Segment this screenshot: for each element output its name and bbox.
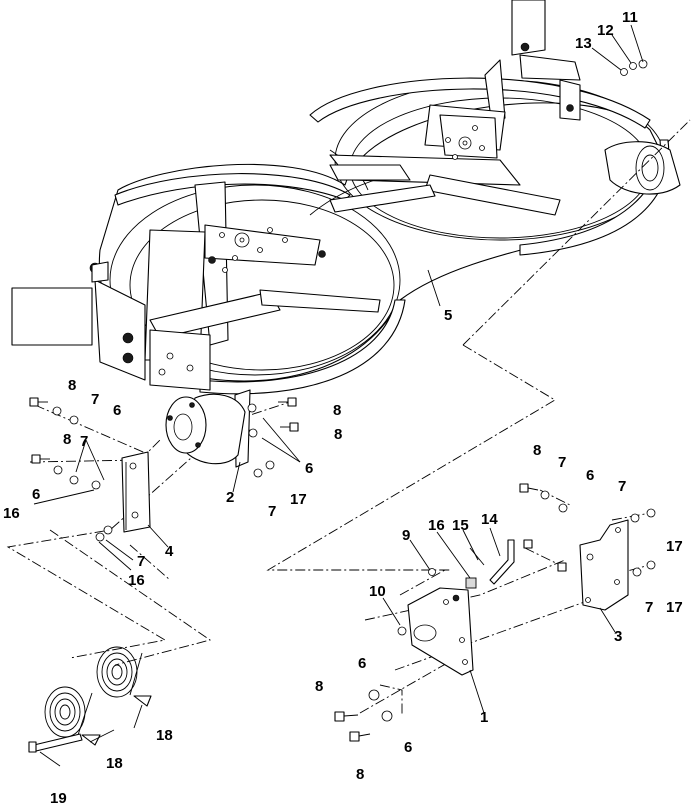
callout-18: 18 <box>156 727 173 744</box>
callout-5: 5 <box>444 307 452 324</box>
callout-7: 7 <box>268 503 276 520</box>
callout-12: 12 <box>597 22 614 39</box>
callout-labels: 5 11 12 13 8 7 6 8 7 6 16 7 16 4 8 8 6 2… <box>3 9 683 804</box>
bolt-8-e <box>519 483 539 493</box>
alignment-lines <box>6 119 691 716</box>
callout-8: 8 <box>315 678 323 695</box>
callout-6: 6 <box>586 467 594 484</box>
callout-19: 19 <box>50 790 67 804</box>
callout-10: 10 <box>369 583 386 600</box>
callout-1: 1 <box>480 709 488 726</box>
callout-6: 6 <box>404 739 412 756</box>
hardware-bolts-nuts-washers <box>29 59 656 742</box>
callout-6: 6 <box>358 655 366 672</box>
callout-16: 16 <box>128 572 145 589</box>
callout-16: 16 <box>428 517 445 534</box>
idler-bracket <box>407 587 474 676</box>
callout-8: 8 <box>333 402 341 419</box>
callout-11: 11 <box>622 9 638 26</box>
callout-7: 7 <box>137 553 145 570</box>
callout-7: 7 <box>645 599 653 616</box>
bolt-8-g <box>349 731 371 742</box>
bolt-8-c <box>278 397 297 407</box>
leader-lines <box>33 24 644 767</box>
callout-15: 15 <box>452 517 469 534</box>
callout-18: 18 <box>106 755 123 772</box>
callout-16: 16 <box>3 505 20 522</box>
callout-4: 4 <box>165 543 174 560</box>
callout-8: 8 <box>533 442 541 459</box>
callout-13: 13 <box>575 35 592 52</box>
bolt-8-a <box>29 397 48 407</box>
callout-17: 17 <box>666 538 683 555</box>
callout-6: 6 <box>305 460 313 477</box>
mower-deck-housing <box>11 0 681 395</box>
bolt-8-b <box>31 454 50 464</box>
spindle-mount-bracket <box>165 389 251 468</box>
torsion-spring-left <box>44 686 101 746</box>
callout-8: 8 <box>356 766 364 783</box>
callout-2: 2 <box>226 489 234 506</box>
bolt-8-d <box>280 422 299 432</box>
callout-8: 8 <box>68 377 76 394</box>
callout-8: 8 <box>63 431 71 448</box>
callout-7: 7 <box>91 391 99 408</box>
callout-14: 14 <box>481 511 498 528</box>
callout-6: 6 <box>32 486 40 503</box>
callout-3: 3 <box>614 628 622 645</box>
callout-7: 7 <box>80 433 88 450</box>
right-mount-bracket <box>579 519 629 611</box>
spring-pin <box>28 733 83 753</box>
callout-7: 7 <box>618 478 626 495</box>
callout-9: 9 <box>402 527 410 544</box>
callout-17: 17 <box>290 491 307 508</box>
callout-8: 8 <box>334 426 342 443</box>
callout-6: 6 <box>113 402 121 419</box>
callout-7: 7 <box>558 454 566 471</box>
left-mount-plate <box>121 451 151 533</box>
callout-17: 17 <box>666 599 683 616</box>
torsion-spring-right <box>96 646 152 707</box>
bolt-8-f <box>334 711 359 722</box>
